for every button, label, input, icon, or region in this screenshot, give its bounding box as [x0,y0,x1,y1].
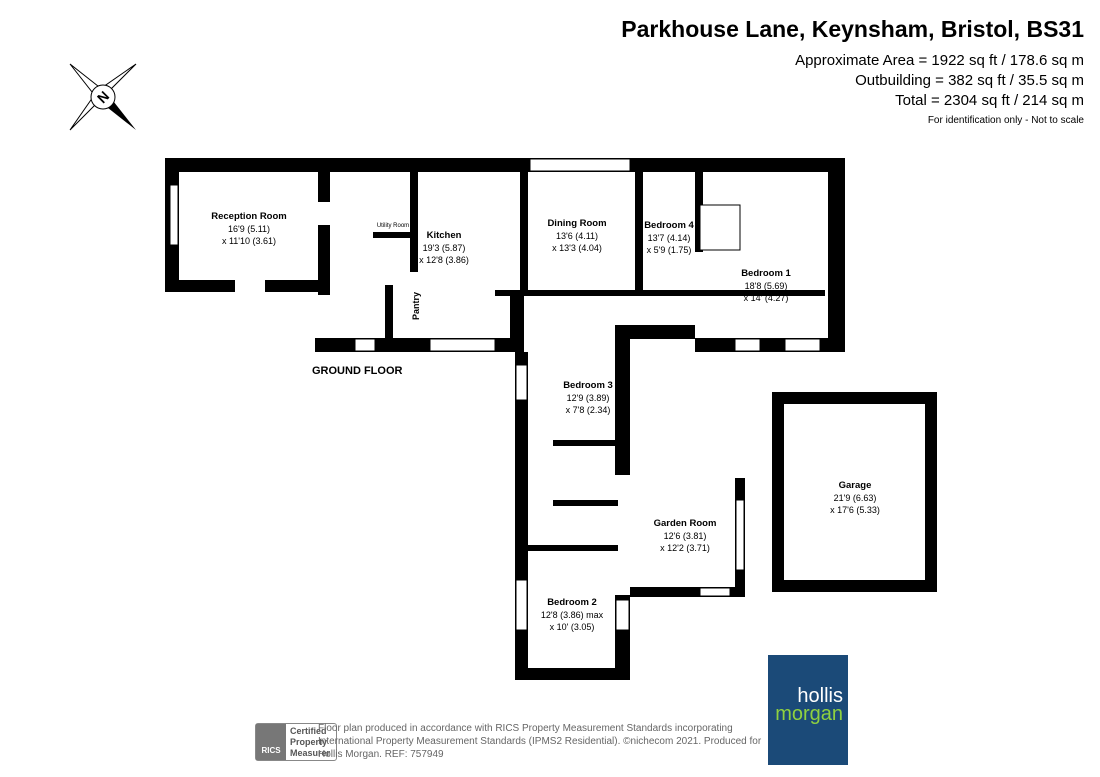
scale-note: For identification only - Not to scale [927,115,1084,126]
rics-mark: RICS [256,724,286,760]
outbuilding-area: Outbuilding = 382 sq ft / 35.5 sq m [855,72,1084,89]
room-utility: Utility Room [376,223,410,229]
floor-label: GROUND FLOOR [312,365,403,377]
approx-area: Approximate Area = 1922 sq ft / 178.6 sq… [795,52,1084,69]
hollis-morgan-logo: hollis morgan [768,655,848,765]
compass-icon: N [69,63,137,131]
property-title: Parkhouse Lane, Keynsham, Bristol, BS31 [621,16,1084,42]
footer-text: Floor plan produced in accordance with R… [318,723,762,760]
total-area: Total = 2304 sq ft / 214 sq m [895,92,1084,109]
room-pantry: Pantry [411,291,422,321]
